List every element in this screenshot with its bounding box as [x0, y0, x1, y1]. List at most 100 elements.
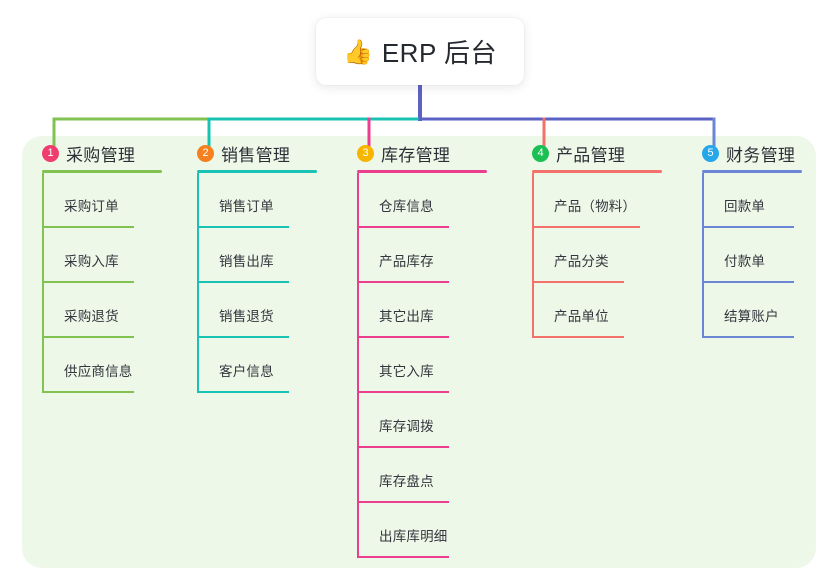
thumbs-up-icon: 👍	[342, 38, 373, 66]
branch-spine	[42, 173, 44, 393]
branch-underline	[357, 170, 487, 173]
branch-header-2[interactable]: 2 销售管理	[177, 136, 337, 170]
leaf-node[interactable]: 付款单	[702, 228, 822, 283]
leaf-node[interactable]: 结算账户	[702, 283, 822, 338]
branch-column-5: 5 财务管理回款单付款单结算账户	[682, 136, 822, 338]
branch-badge: 3	[357, 144, 374, 162]
leaf-node[interactable]: 产品分类	[532, 228, 682, 283]
branch-column-3: 3 库存管理仓库信息产品库存其它出库其它入库库存调拨库存盘点出库库明细	[337, 136, 507, 558]
leaf-node[interactable]: 其它入库	[357, 338, 507, 393]
leaf-underline	[42, 226, 134, 228]
leaf-label: 供应商信息	[64, 364, 133, 379]
leaf-label: 销售订单	[219, 199, 274, 214]
leaf-label: 采购入库	[64, 254, 119, 269]
branch-items: 采购订单采购入库采购退货供应商信息	[42, 173, 182, 393]
leaf-underline	[702, 281, 794, 283]
branch-badge: 4	[532, 144, 549, 162]
leaf-label: 其它入库	[379, 364, 434, 379]
leaf-underline	[357, 446, 449, 448]
leaf-label: 回款单	[724, 199, 766, 214]
leaf-node[interactable]: 产品库存	[357, 228, 507, 283]
leaf-label: 客户信息	[219, 364, 274, 379]
leaf-underline	[357, 501, 449, 503]
branch-spine	[702, 173, 704, 338]
leaf-node[interactable]: 出库库明细	[357, 503, 507, 558]
leaf-underline	[42, 281, 134, 283]
leaf-underline	[197, 391, 289, 393]
branch-column-4: 4 产品管理产品（物料） 产品分类产品单位	[512, 136, 682, 338]
leaf-label: 产品（物料）	[554, 199, 637, 214]
leaf-underline	[702, 226, 794, 228]
leaf-underline	[357, 556, 449, 558]
branch-underline	[42, 170, 162, 173]
leaf-node[interactable]: 客户信息	[197, 338, 337, 393]
leaf-node[interactable]: 采购入库	[42, 228, 182, 283]
leaf-underline	[197, 281, 289, 283]
diagram-panel	[22, 136, 816, 568]
leaf-label: 销售退货	[219, 309, 274, 324]
branch-spine	[197, 173, 199, 393]
leaf-node[interactable]: 供应商信息	[42, 338, 182, 393]
leaf-node[interactable]: 仓库信息	[357, 173, 507, 228]
branch-column-2: 2 销售管理销售订单销售出库销售退货客户信息	[177, 136, 337, 393]
leaf-label: 付款单	[724, 254, 766, 269]
leaf-node[interactable]: 销售退货	[197, 283, 337, 338]
leaf-node[interactable]: 销售订单	[197, 173, 337, 228]
leaf-node[interactable]: 产品单位	[532, 283, 682, 338]
leaf-label: 结算账户	[724, 309, 779, 324]
leaf-underline	[532, 336, 624, 338]
branch-underline	[702, 170, 802, 173]
branch-title: 库存管理	[381, 145, 451, 165]
leaf-label: 其它出库	[379, 309, 434, 324]
leaf-underline	[702, 336, 794, 338]
branch-badge: 1	[42, 144, 59, 162]
branch-columns: 1 采购管理采购订单采购入库采购退货供应商信息 2 销售管理销售订单销售出库销售退货客…	[22, 136, 816, 568]
branch-items: 销售订单销售出库销售退货客户信息	[197, 173, 337, 393]
leaf-underline	[357, 226, 449, 228]
leaf-underline	[532, 281, 624, 283]
branch-title: 销售管理	[221, 145, 291, 165]
leaf-label: 采购退货	[64, 309, 119, 324]
leaf-underline	[357, 391, 449, 393]
leaf-label: 产品分类	[554, 254, 609, 269]
leaf-label: 出库库明细	[379, 529, 448, 544]
branch-badge: 2	[197, 144, 214, 162]
leaf-label: 库存盘点	[379, 474, 434, 489]
branch-underline	[532, 170, 662, 173]
leaf-underline	[357, 336, 449, 338]
leaf-underline	[197, 336, 289, 338]
branch-header-4[interactable]: 4 产品管理	[512, 136, 682, 170]
branch-header-5[interactable]: 5 财务管理	[682, 136, 822, 170]
leaf-node[interactable]: 采购订单	[42, 173, 182, 228]
branch-underline	[197, 170, 317, 173]
leaf-label: 销售出库	[219, 254, 274, 269]
branch-title: 产品管理	[556, 145, 626, 165]
leaf-underline	[42, 391, 134, 393]
leaf-node[interactable]: 其它出库	[357, 283, 507, 338]
branch-title: 财务管理	[726, 145, 796, 165]
branch-title: 采购管理	[66, 145, 136, 165]
branch-header-3[interactable]: 3 库存管理	[337, 136, 507, 170]
branch-column-1: 1 采购管理采购订单采购入库采购退货供应商信息	[22, 136, 182, 393]
leaf-underline	[357, 281, 449, 283]
leaf-label: 仓库信息	[379, 199, 434, 214]
leaf-node[interactable]: 回款单	[702, 173, 822, 228]
leaf-label: 库存调拨	[379, 419, 434, 434]
branch-badge: 5	[702, 144, 719, 162]
leaf-underline	[532, 226, 640, 228]
branch-spine	[532, 173, 534, 338]
leaf-node[interactable]: 产品（物料）	[532, 173, 682, 228]
branch-items: 仓库信息产品库存其它出库其它入库库存调拨库存盘点出库库明细	[357, 173, 507, 558]
root-node-card[interactable]: 👍 ERP 后台	[316, 18, 524, 85]
leaf-node[interactable]: 库存调拨	[357, 393, 507, 448]
branch-items: 产品（物料） 产品分类产品单位	[532, 173, 682, 338]
leaf-underline	[197, 226, 289, 228]
leaf-node[interactable]: 销售出库	[197, 228, 337, 283]
leaf-node[interactable]: 采购退货	[42, 283, 182, 338]
branch-header-1[interactable]: 1 采购管理	[22, 136, 182, 170]
leaf-label: 产品库存	[379, 254, 434, 269]
leaf-node[interactable]: 库存盘点	[357, 448, 507, 503]
leaf-label: 产品单位	[554, 309, 609, 324]
leaf-underline	[42, 336, 134, 338]
